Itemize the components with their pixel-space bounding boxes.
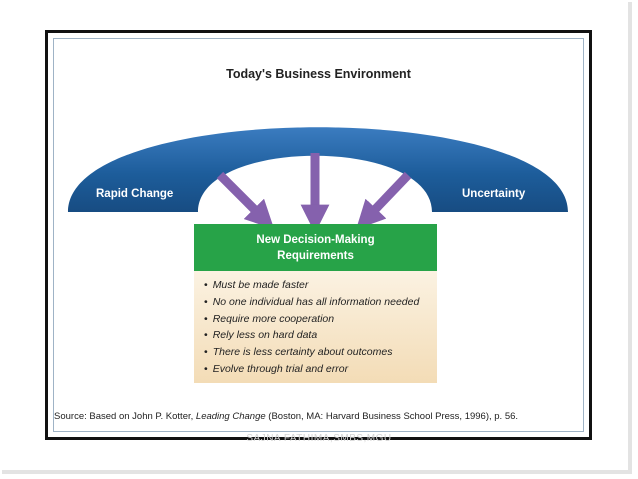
requirements-header-line2: Requirements — [277, 249, 354, 262]
arrow-left — [216, 171, 275, 230]
source-suffix: (Boston, MA: Harvard Business School Pre… — [265, 411, 519, 422]
source-note: Source: Based on John P. Kotter, Leading… — [54, 411, 518, 422]
figure-title: Today's Business Environment — [226, 67, 411, 81]
requirement-item: There is less certainty about outcomes — [204, 344, 437, 361]
requirements-header-box: New Decision-Making Requirements — [194, 224, 437, 271]
arch-shape — [68, 127, 568, 212]
arrow-right — [356, 171, 412, 230]
requirement-item: Rely less on hard data — [204, 327, 437, 344]
requirement-item: Require more cooperation — [204, 311, 437, 328]
source-prefix: Source: Based on John P. Kotter, — [54, 411, 196, 422]
arch-diagram — [68, 127, 568, 234]
rapid-change-label: Rapid Change — [96, 188, 174, 200]
source-book-title: Leading Change — [195, 411, 266, 422]
requirements-list: Must be made faster No one individual ha… — [194, 271, 437, 383]
requirement-item: Evolve through trial and error — [204, 361, 437, 378]
requirements-header-line1: New Decision-Making — [256, 233, 375, 246]
greater-complexity-label: Greater Complexity — [265, 111, 372, 123]
requirement-item: No one individual has all information ne… — [204, 294, 437, 311]
figure-inner-border — [53, 38, 584, 432]
slide-frame — [2, 2, 632, 474]
requirement-item: Must be made faster — [204, 277, 437, 294]
figure-panel: Today's Business Environment Greater Com… — [45, 30, 592, 440]
uncertainty-label: Uncertainty — [462, 188, 526, 200]
watermark: SAJNA FATHIMA,SMBS,MGU — [246, 433, 392, 444]
